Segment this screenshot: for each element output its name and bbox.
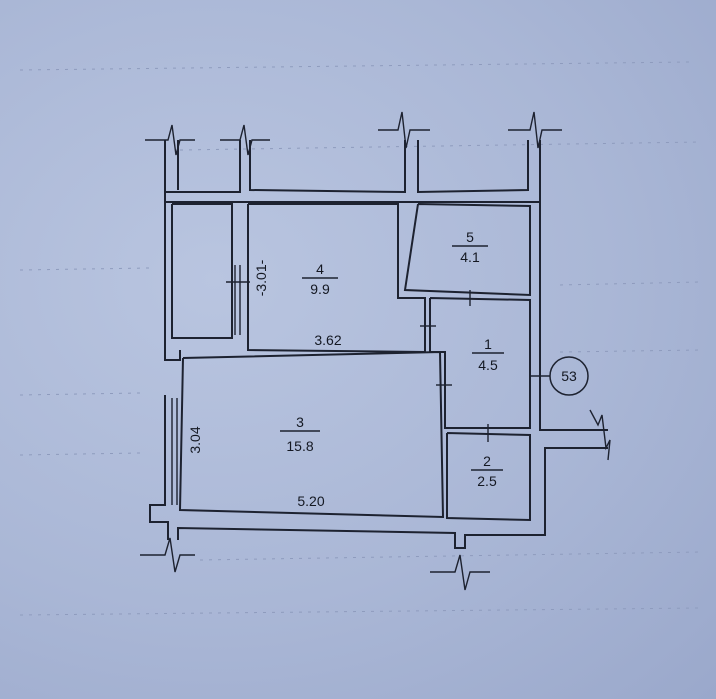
room-3-number: 3 bbox=[296, 414, 304, 430]
room-3-area: 15.8 bbox=[286, 438, 313, 454]
room-4-width-dimension: 3.62 bbox=[314, 332, 341, 348]
room-4-outline bbox=[226, 203, 426, 354]
room-2-area: 2.5 bbox=[477, 473, 497, 489]
left-closet-outline bbox=[171, 203, 233, 339]
room-3-height-dimension: 3.04 bbox=[187, 426, 203, 453]
room-2-number: 2 bbox=[483, 453, 491, 469]
apartment-circle bbox=[549, 356, 589, 396]
wall-break-symbols bbox=[140, 111, 611, 591]
room-1-area: 4.5 bbox=[478, 357, 498, 373]
outer-walls bbox=[149, 140, 608, 549]
labels: 5 4.1 4 9.9 -3.01- 3.62 1 4.5 3 15.8 3.0… bbox=[187, 229, 504, 509]
room-3-outline bbox=[171, 350, 445, 519]
room-4-area: 9.9 bbox=[310, 281, 330, 297]
apartment-marker: 53 bbox=[530, 356, 589, 396]
room-4-number: 4 bbox=[316, 261, 324, 277]
room-1-number: 1 bbox=[484, 336, 492, 352]
room-3-width-dimension: 5.20 bbox=[297, 493, 324, 509]
background-text-traces bbox=[19, 61, 701, 616]
room-1-outline bbox=[420, 290, 531, 429]
room-5-area: 4.1 bbox=[460, 249, 480, 265]
room-5-outline bbox=[403, 203, 531, 297]
room-5-number: 5 bbox=[466, 229, 474, 245]
room-2-outline bbox=[446, 424, 531, 522]
apartment-number: 53 bbox=[561, 368, 577, 384]
room-4-height-dimension: -3.01- bbox=[253, 259, 269, 296]
